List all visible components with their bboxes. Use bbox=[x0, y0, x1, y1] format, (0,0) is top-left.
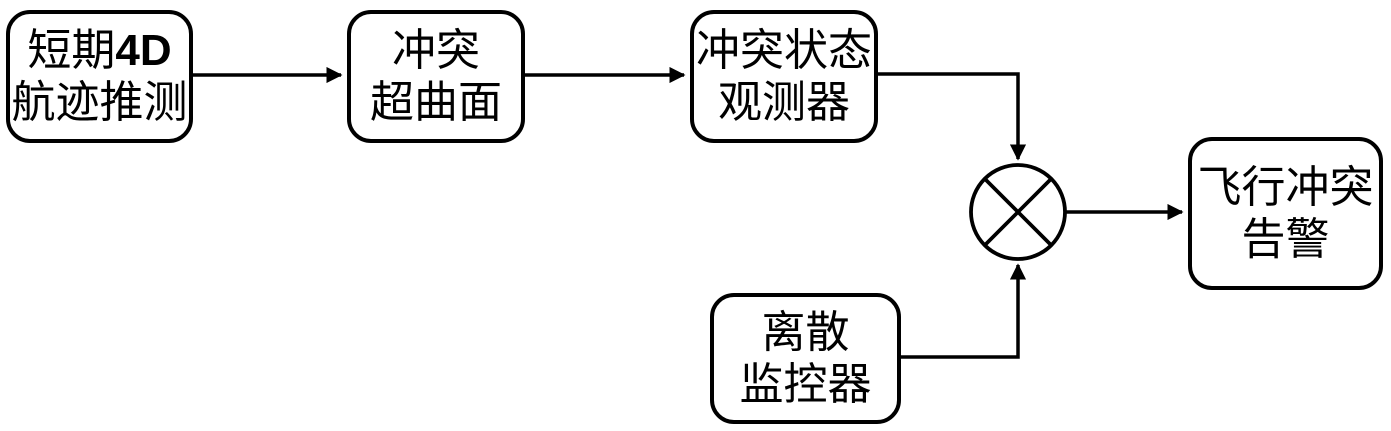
label-text: 短期 bbox=[27, 26, 116, 76]
label-line-2: 告警 bbox=[1241, 214, 1330, 264]
node-label: 离散 监控器 bbox=[740, 307, 872, 410]
node-short-term-4d-trajectory-prediction: 短期4D 航迹推测 bbox=[6, 10, 193, 143]
circled-times-icon bbox=[969, 163, 1067, 261]
label-line-2: 监控器 bbox=[739, 359, 872, 409]
node-label: 短期4D 航迹推测 bbox=[12, 25, 188, 128]
node-label: 冲突状态 观测器 bbox=[696, 25, 872, 128]
arrow-observer-to-multiplier bbox=[878, 72, 1027, 161]
label-line-1: 冲突 bbox=[392, 26, 480, 76]
label-line-2: 观测器 bbox=[718, 77, 850, 127]
label-line-1: 飞行冲突 bbox=[1197, 163, 1374, 213]
label-line-2: 超曲面 bbox=[370, 77, 502, 127]
label-line-1: 冲突状态 bbox=[696, 26, 872, 76]
node-conflict-state-observer: 冲突状态 观测器 bbox=[690, 10, 878, 143]
label-line-1: 离散 bbox=[761, 308, 850, 358]
label-text-4d: 4D bbox=[115, 26, 172, 76]
node-label: 冲突 超曲面 bbox=[370, 25, 502, 128]
label-line-1: 短期4D bbox=[12, 25, 188, 76]
node-flight-conflict-alert: 飞行冲突 告警 bbox=[1188, 137, 1383, 290]
arrow-monitor-to-multiplier bbox=[901, 263, 1027, 359]
node-label: 飞行冲突 告警 bbox=[1198, 162, 1374, 265]
label-line-2: 航迹推测 bbox=[11, 77, 188, 127]
node-conflict-hypersurface: 冲突 超曲面 bbox=[347, 10, 525, 143]
node-discrete-monitor: 离散 监控器 bbox=[710, 293, 901, 424]
